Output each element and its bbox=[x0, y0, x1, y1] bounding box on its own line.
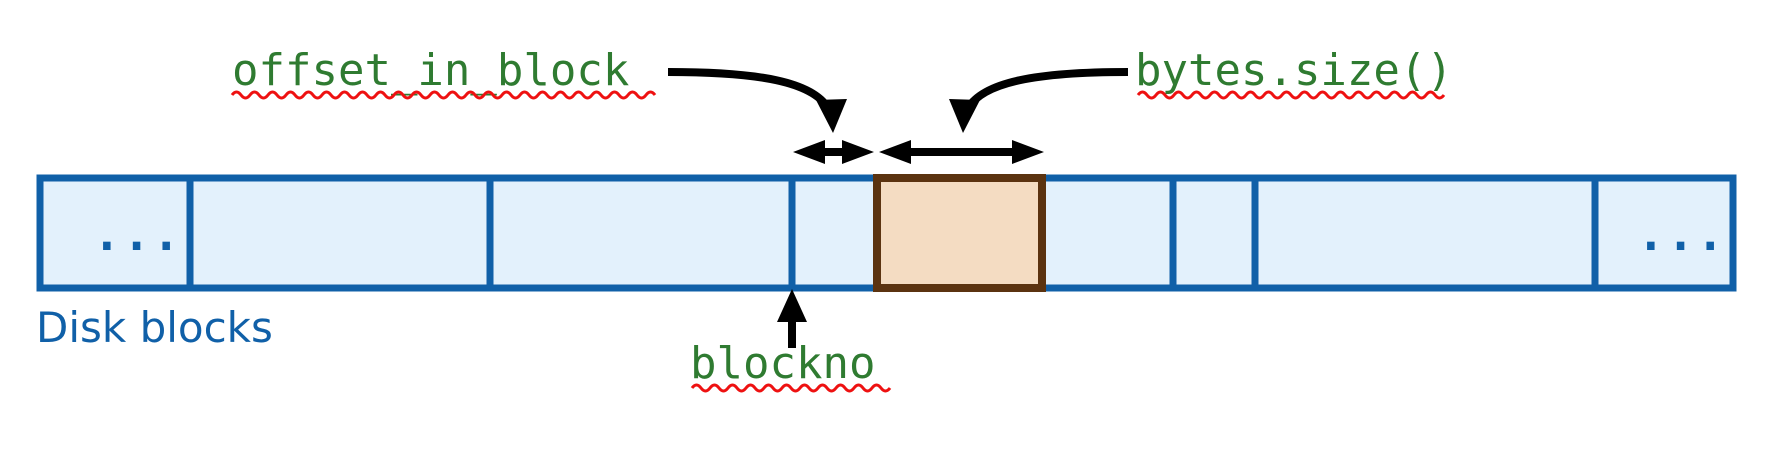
measurement-arrows bbox=[793, 140, 1044, 164]
blockno-spellcheck-underline bbox=[690, 383, 892, 393]
bytes-measure-arrowhead-right bbox=[1012, 140, 1044, 164]
offset-in-block-label: offset_in_block bbox=[232, 45, 629, 96]
bytes-size-label: bytes.size() bbox=[1135, 45, 1453, 96]
bytes-size-spellcheck-underline bbox=[1136, 90, 1446, 100]
offset-measure-arrowhead-right bbox=[842, 140, 874, 164]
bytes-measure-arrowhead-left bbox=[879, 140, 911, 164]
bytes-leader-arrowhead bbox=[949, 99, 980, 133]
disk-blocks-caption: Disk blocks bbox=[36, 303, 273, 352]
highlighted-block bbox=[873, 174, 1046, 292]
offset-in-block-measure bbox=[793, 140, 874, 164]
offset-leader-arrowhead bbox=[816, 99, 847, 133]
offset-in-block-leader-arrow bbox=[667, 68, 847, 133]
ellipsis-right-label: ... bbox=[1637, 207, 1726, 261]
bytes-size-leader-arrow bbox=[949, 68, 1129, 133]
disk-block-strip: ... ... bbox=[36, 174, 1737, 292]
offset-in-block-spellcheck-underline bbox=[230, 90, 657, 100]
bytes-size-measure bbox=[879, 140, 1044, 164]
blockno-pointer-arrowhead bbox=[777, 289, 807, 322]
blockno-pointer bbox=[777, 289, 807, 348]
blockno-label: blockno bbox=[690, 338, 875, 389]
ellipsis-left-label: ... bbox=[93, 207, 182, 261]
offset-measure-arrowhead-left bbox=[793, 140, 825, 164]
